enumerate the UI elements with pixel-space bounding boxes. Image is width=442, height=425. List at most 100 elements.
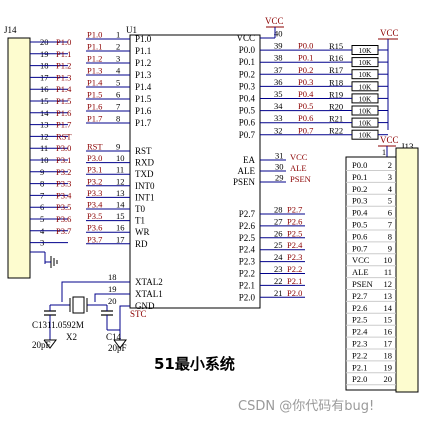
j13-pin-label: P0.0 <box>352 160 367 170</box>
u1-left-pin-number: 1 <box>116 30 120 40</box>
u1-port0-pin-number: 32 <box>274 125 283 135</box>
u1-control-pin-number: 31 <box>275 151 284 161</box>
u1-port0-pin-number: 34 <box>274 101 283 111</box>
u1-port2-pin-name: P2.5 <box>239 233 256 243</box>
j14-pin-label: P1.3 <box>56 72 71 82</box>
u1-port0-pin-number: 37 <box>274 65 283 75</box>
u1-control-net-label: PSEN <box>290 174 311 184</box>
u1-control-pin-name: EA <box>243 155 255 165</box>
u1-port0-pin-number: 33 <box>274 113 283 123</box>
u1-port2-pin-number: 22 <box>274 276 283 286</box>
u1-left-pin-name: T1 <box>135 216 145 226</box>
gnd-net-label: STC <box>130 309 147 319</box>
j13-pin-number: 6 <box>388 208 392 218</box>
diagram-title: 51最小系统 <box>154 355 235 373</box>
u1-left-net-label: P3.3 <box>87 188 102 198</box>
u1-port2-net-label: P2.5 <box>287 228 302 238</box>
u1-port2-pin-name: P2.3 <box>239 257 256 267</box>
u1-left-pin-number: 16 <box>116 223 125 233</box>
u1-left-net-label: P1.7 <box>87 114 102 124</box>
j13-top-pin-num: 1 <box>382 148 386 157</box>
u1-control-pin-number: 30 <box>275 162 284 172</box>
u1-port2-pin-number: 25 <box>274 240 283 250</box>
u1-left-pin-number: 3 <box>116 54 120 64</box>
pullup-resistor-value: 10K <box>359 46 373 55</box>
j14-pin-label: P3.3 <box>56 179 71 189</box>
pullup-resistor-value: 10K <box>359 70 373 79</box>
u1-port2-pin-number: 23 <box>274 264 283 274</box>
u1-left-net-label: P1.4 <box>87 78 103 88</box>
j14-pin-label: P3.2 <box>56 167 71 177</box>
u1-port0-pin-number: 38 <box>274 53 283 63</box>
j13-pin-label: P2.3 <box>352 339 367 349</box>
u1-port2-pin-number: 27 <box>274 216 283 226</box>
u1-left-pin-number: 14 <box>116 200 125 210</box>
u1-left-pin-number: 12 <box>116 176 125 186</box>
j13-pin-number: 20 <box>384 374 393 384</box>
u1-crystal-pin-name: XTAL1 <box>135 289 163 299</box>
u1-port2-net-label: P2.1 <box>287 276 302 286</box>
u1-chip-body <box>129 34 261 309</box>
u1-port0-net-label: P0.2 <box>298 65 313 75</box>
pullup-resistor-value: 10K <box>359 58 373 67</box>
watermark: CSDN @你代码有bug! <box>238 399 374 414</box>
u1-left-pin-name: WR <box>135 227 150 237</box>
j13-pin-number: 9 <box>388 243 392 253</box>
u1-port0-net-label: P0.0 <box>298 41 313 51</box>
j14-pin-label: P3.5 <box>56 202 71 212</box>
u1-crystal-pin-name: XTAL2 <box>135 277 163 287</box>
j13-pin-number: 4 <box>388 184 393 194</box>
u1-left-net-label: P1.2 <box>87 54 102 64</box>
c14-gnd-wire <box>107 305 130 331</box>
u1-port0-pin-name: P0.2 <box>239 69 255 79</box>
j14-pin-label: P1.1 <box>56 49 71 59</box>
u1-left-pin-number: 8 <box>116 114 120 124</box>
u1-left-pin-name: RD <box>135 239 148 249</box>
u1-port2-net-label: P2.6 <box>287 216 302 226</box>
pullup-resistor-value: 10K <box>359 131 373 140</box>
u1-left-pin-number: 7 <box>116 102 120 112</box>
c13-label: C1311.0592M <box>32 320 84 330</box>
u1-left-pin-name: P1.7 <box>135 118 152 128</box>
u1-left-pin-number: 17 <box>116 234 125 244</box>
u1-left-pin-name: P1.0 <box>135 34 152 44</box>
u1-left-net-label: P1.0 <box>87 30 102 40</box>
u1-port0-pin-name: P0.4 <box>239 94 256 104</box>
u1-port2-pin-name: P2.7 <box>239 209 256 219</box>
u1-left-net-label: P1.1 <box>87 42 102 52</box>
u1-left-pin-number: 11 <box>116 165 124 175</box>
c14-ref: C14 <box>106 332 122 342</box>
pullup-resistor-value: 10K <box>359 107 373 116</box>
u1-port2-pin-number: 24 <box>274 252 283 262</box>
j13-pin-number: 2 <box>388 160 392 170</box>
u1-crystal-pin-number: 20 <box>108 296 117 306</box>
pullup-resistor-ref: R21 <box>329 114 343 124</box>
x2-ref: X2 <box>66 332 77 342</box>
j14-pin-label: P1.5 <box>56 96 71 106</box>
j13-vcc-label: VCC <box>380 135 399 145</box>
top-vcc-label: VCC <box>265 16 284 26</box>
pullup-resistor-ref: R17 <box>329 65 343 75</box>
pullup-resistor-ref: R18 <box>329 77 343 87</box>
u1-ref: U1 <box>126 25 137 35</box>
j13-pin-number: 17 <box>384 339 393 349</box>
u1-left-pin-name: P1.3 <box>135 70 152 80</box>
j14-pin-label: P1.4 <box>56 84 72 94</box>
j13-label-box <box>345 156 397 391</box>
c14-value: 20pF <box>108 343 127 353</box>
j13-pin-label: P2.1 <box>352 362 367 372</box>
pullup-resistor-ref: R22 <box>329 126 343 136</box>
u1-left-pin-name: P1.2 <box>135 58 151 68</box>
u1-port0-net-label: P0.1 <box>298 53 313 63</box>
c13-value: 20pF <box>32 340 51 350</box>
u1-port2-pin-number: 26 <box>274 228 283 238</box>
u1-port2-net-label: P2.2 <box>287 264 302 274</box>
j13-pin-label: P0.4 <box>352 208 368 218</box>
x2-crystal-body <box>72 296 85 314</box>
xtal2-wire <box>61 281 130 302</box>
u1-port2-pin-number: 28 <box>274 205 283 215</box>
